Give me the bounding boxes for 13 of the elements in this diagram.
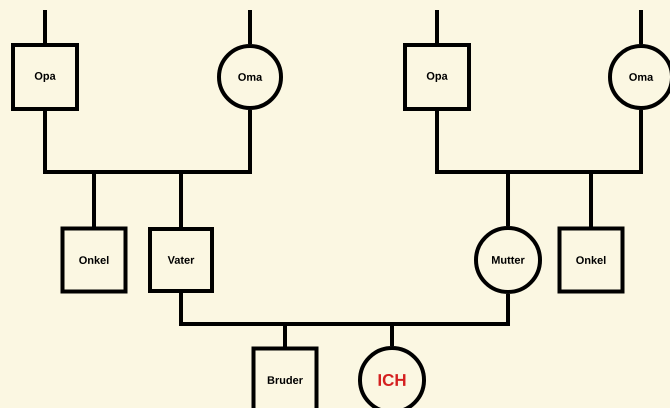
family-line (435, 110, 643, 226)
male-box: Bruder (252, 346, 318, 408)
family-line (248, 10, 252, 44)
male-box: Opa (403, 43, 471, 111)
family-line (639, 10, 643, 44)
family-line (179, 293, 510, 346)
male-box: Onkel (558, 226, 624, 294)
male-box: Onkel (60, 226, 128, 294)
family-line (43, 110, 252, 227)
family-line (435, 10, 439, 43)
male-box: Opa (11, 43, 79, 111)
male-box: Vater (148, 227, 214, 293)
family-line (43, 10, 47, 43)
